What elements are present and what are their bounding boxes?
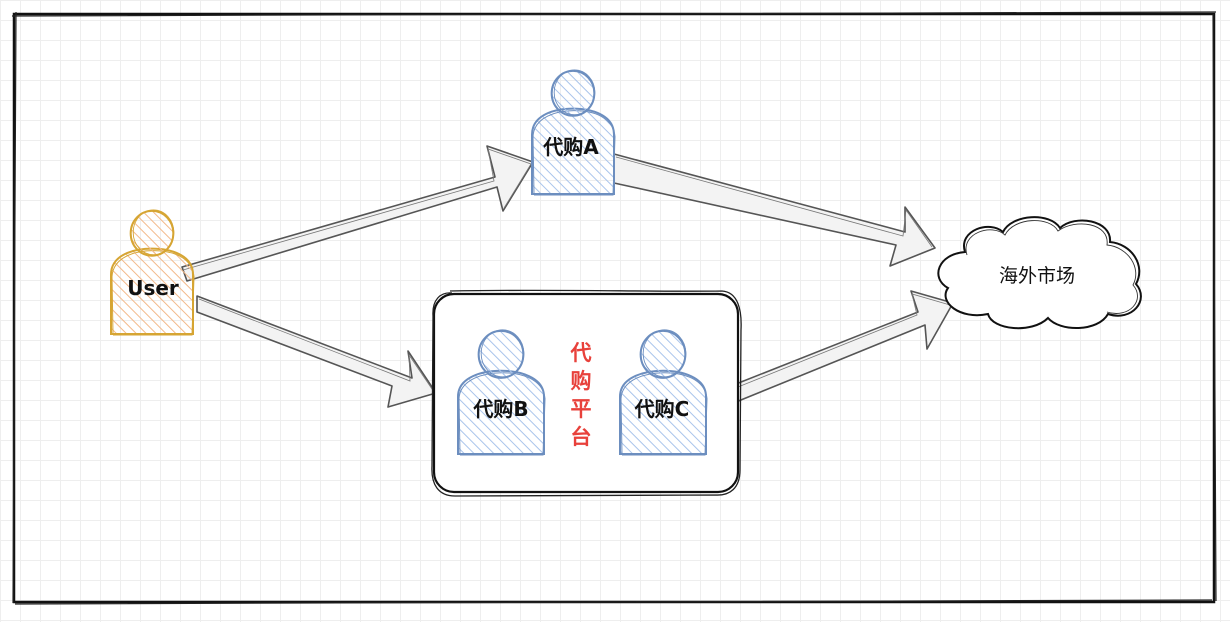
arrow-agent-a-to-market (613, 153, 936, 267)
platform-label-char: 台 (571, 425, 592, 449)
arrow-user-to-platform (196, 295, 437, 408)
person-head-sketch (553, 69, 596, 116)
user-label: User (127, 276, 179, 300)
overseas-market-cloud[interactable] (937, 216, 1142, 330)
person-head (550, 69, 596, 117)
person-head-sketch (642, 329, 687, 378)
platform-label-char: 购 (571, 369, 592, 393)
person-head-sketch (132, 209, 175, 256)
person-head-sketch (480, 329, 525, 378)
person-head (477, 329, 525, 379)
agent-b-person-shape[interactable] (457, 329, 546, 456)
platform-label-char: 平 (571, 397, 592, 421)
platform-label-char: 代 (570, 341, 592, 365)
person-head (129, 209, 175, 257)
arrow-platform-to-market (735, 290, 954, 403)
people-layer (110, 69, 708, 456)
arrow-user-to-agent-a (181, 145, 534, 282)
agent-a-label: 代购A (542, 135, 599, 159)
user-person-shape[interactable] (110, 209, 195, 336)
overseas-market-label: 海外市场 (999, 265, 1075, 287)
agent-a-person-shape[interactable] (531, 69, 616, 196)
agent-c-label: 代购C (634, 397, 690, 421)
outer-frame (11, 11, 1217, 605)
agent-b-label: 代购B (472, 397, 528, 421)
agent-c-person-shape[interactable] (619, 329, 708, 456)
person-head (639, 329, 687, 379)
